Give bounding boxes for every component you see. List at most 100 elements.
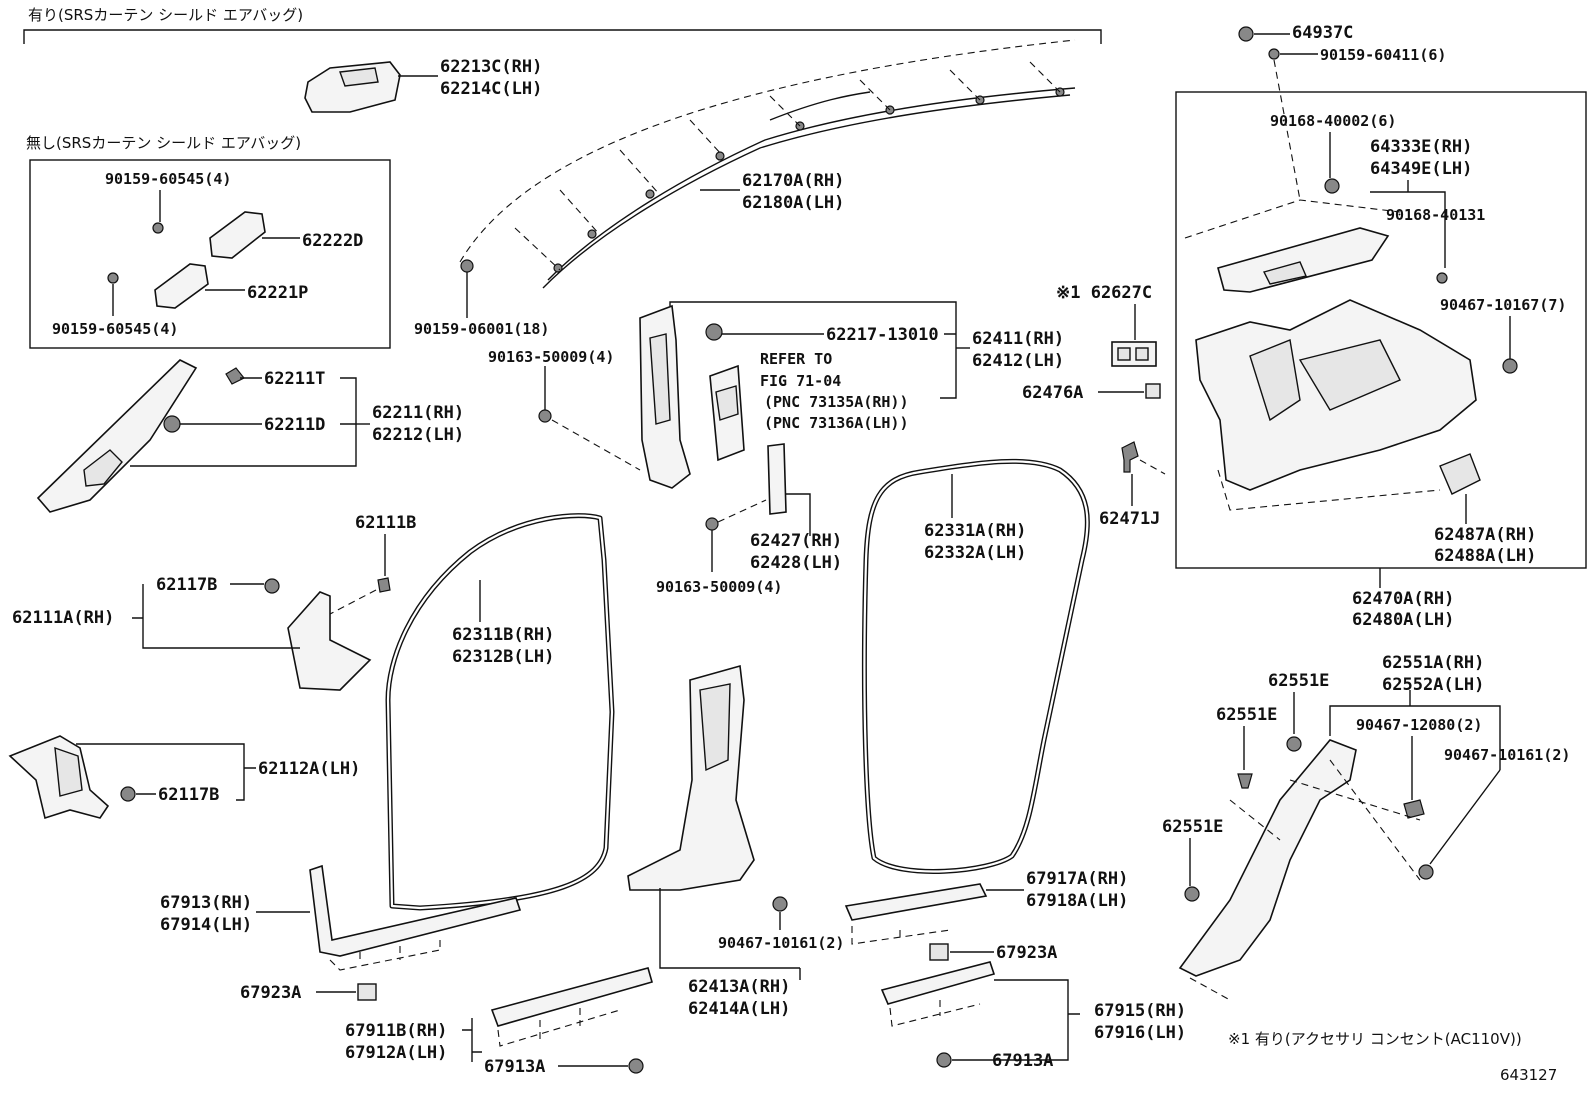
bracket-67911B [462,1018,482,1062]
clip-67913A-b-icon [936,1052,952,1068]
label-90467-10167: 90467-10167(7) [1440,296,1566,314]
label-62311B: 62311B(RH) [452,625,554,645]
label-62212: 62212(LH) [372,425,464,445]
bracket-67915 [952,979,1080,1061]
label-62221P: 62221P [247,283,308,303]
label-67913A-a: 67913A [484,1057,545,1077]
label-67917A: 67917A(RH) [1026,869,1128,889]
label-refer4: (PNC 73136A(LH)) [764,414,909,432]
label-62480A: 62480A(LH) [1352,610,1454,630]
label-90467-10161-a: 90467-10161(2) [1444,746,1570,764]
label-67912A: 67912A(LH) [345,1043,447,1063]
bracket-62111A [132,584,300,649]
without-airbag-box [29,159,391,349]
part-62551A-lower-quarter [1178,739,1421,1001]
label-62551E-a: 62551E [1268,671,1329,691]
label-62470A: 62470A(RH) [1352,589,1454,609]
label-90163-b: 90163-50009(4) [656,578,782,596]
clip-62211D-icon [163,415,181,433]
label-62112A: 62112A(LH) [258,759,360,779]
header-with-airbag: 有り(SRSカーテン シールド エアバッグ) [28,6,303,24]
label-67923A-b: 67923A [996,943,1057,963]
label-62213C: 62213C(RH) [440,57,542,77]
figure-id: 643127 [1500,1066,1557,1084]
part-62222D-bracket [209,211,266,259]
label-90168-40131: 90168-40131 [1386,206,1485,224]
label-62211D: 62211D [264,415,325,435]
footer-note: ※1 有り(アクセサリ コンセント(AC110V)) [1228,1030,1522,1048]
label-62627C: ※1 62627C [1056,283,1152,303]
clip-62551E-a-icon [1286,736,1302,752]
clip-90159-06001-icon [460,259,474,273]
label-62211T: 62211T [264,369,325,389]
quarter-trim-box [1175,91,1587,569]
label-67914: 67914(LH) [160,915,252,935]
screw-b-icon [107,272,119,284]
clip-67913A-a-icon [628,1058,644,1074]
bracket-64333E [1370,180,1446,268]
label-62170A: 62170A(RH) [742,171,844,191]
label-62411: 62411(RH) [972,329,1064,349]
label-67911B: 67911B(RH) [345,1021,447,1041]
leader-90467-10161-a [1429,769,1501,865]
label-62117B-b: 62117B [158,785,219,805]
screw-90163-b-icon [705,517,719,531]
dash-90163-a [551,419,641,471]
label-67918A: 67918A(LH) [1026,891,1128,911]
label-90168-40002: 90168-40002(6) [1270,112,1396,130]
header-without-airbag: 無し(SRSカーテン シールド エアバッグ) [26,134,301,152]
label-64333E: 64333E(RH) [1370,137,1472,157]
part-62487A-vent [1439,453,1481,495]
label-62312B: 62312B(LH) [452,647,554,667]
label-62211: 62211(RH) [372,403,464,423]
label-62111A: 62111A(RH) [12,608,114,628]
screw-90168-40131-icon [1436,272,1448,284]
clip-62117B-b-icon [120,786,136,802]
part-62213C-cover [304,61,401,113]
label-62471J: 62471J [1099,509,1160,529]
label-62428: 62428(LH) [750,553,842,573]
label-62214C: 62214C(LH) [440,79,542,99]
screw-90159-60411-icon [1268,48,1280,60]
label-90159-60545-a: 90159-60545(4) [105,170,231,188]
label-90159-60545-b: 90159-60545(4) [52,320,178,338]
part-62427-plate [767,443,787,515]
label-refer3: (PNC 73135A(RH)) [764,393,909,411]
label-62551A: 62551A(RH) [1382,653,1484,673]
part-67923A-b-clip [929,943,949,961]
screw-a-icon [152,222,164,234]
part-62470A-quarter-trim [1195,299,1477,511]
part-62413A-b-pillar-lower [627,664,755,891]
label-64349E: 64349E(LH) [1370,159,1472,179]
clip-90467-10167-icon [1502,358,1518,374]
dash-62111B [329,589,377,615]
part-64333E-upper-trim [1184,199,1401,293]
label-62117B-a: 62117B [156,575,217,595]
clip-62117B-a-icon [264,578,280,594]
label-refer1: REFER TO [760,350,832,368]
part-67915-scuff-cover [880,961,996,1027]
label-62487A: 62487A(RH) [1434,525,1536,545]
part-62112A-cowl-lh [8,735,110,820]
part-67923A-a-clip [357,983,377,1001]
part-62211-a-pillar [36,359,198,513]
part-67913-scuff-plate [309,864,522,971]
label-62476A: 62476A [1022,383,1083,403]
clip-90467-10161-b-icon [772,896,788,912]
label-64937C: 64937C [1292,23,1353,43]
label-67913A-b: 67913A [992,1051,1053,1071]
dash-62471J [1139,459,1166,475]
clip-62211T-icon [225,367,245,385]
part-62311B-weatherstrip [385,513,615,911]
clip-62471J-icon [1121,441,1139,473]
bracket-62211 [130,377,357,467]
clip-64937C-icon [1238,26,1254,42]
label-62180A: 62180A(LH) [742,193,844,213]
part-67911B-scuff-cover [490,967,653,1047]
bracket-62411 [669,301,957,399]
label-90467-10161-b: 90467-10161(2) [718,934,844,952]
label-62412: 62412(LH) [972,351,1064,371]
label-90159-06001: 90159-06001(18) [414,320,549,338]
part-62221P-bracket [154,263,209,309]
